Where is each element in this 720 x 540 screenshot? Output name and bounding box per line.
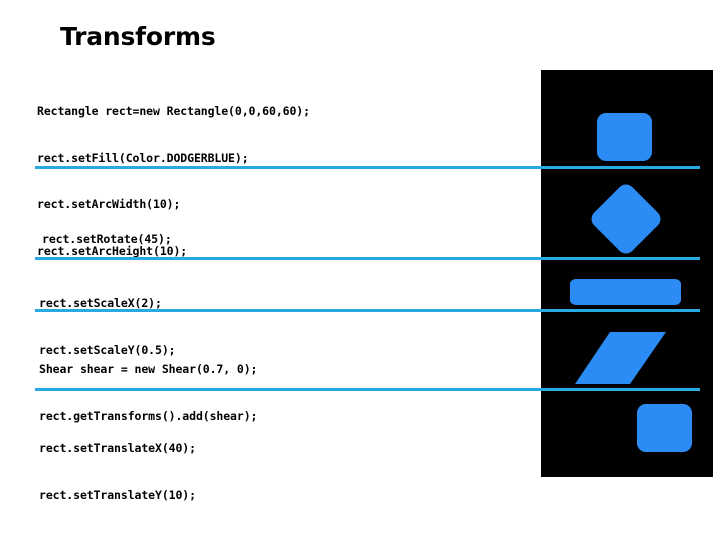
- sheared-rectangle-svg: [575, 332, 666, 384]
- section-divider: [35, 166, 700, 169]
- code-block-translate: rect.setTranslateX(40); rect.setTranslat…: [39, 410, 196, 534]
- code-line: rect.setRotate(45);: [42, 232, 172, 246]
- code-block-construction: Rectangle rect=new Rectangle(0,0,60,60);…: [37, 73, 310, 290]
- code-line: rect.setScaleY(0.5);: [39, 342, 176, 357]
- code-line: rect.getTransforms().add(shear);: [39, 408, 258, 423]
- code-line: rect.setTranslateX(40);: [39, 441, 196, 455]
- sheared-rectangle-shape: [573, 332, 667, 385]
- page-title: Transforms: [60, 22, 216, 51]
- section-divider: [35, 388, 700, 391]
- code-line: rect.setArcHeight(10);: [37, 243, 188, 258]
- translated-rectangle-shape: [637, 404, 692, 452]
- code-line: rect.setFill(Color.DODGERBLUE);: [37, 150, 249, 165]
- section-divider: [35, 309, 700, 312]
- scaled-rectangle-shape: [570, 279, 681, 305]
- rotated-rectangle-shape: [587, 180, 665, 258]
- section-divider: [35, 257, 700, 260]
- code-line: Shear shear = new Shear(0.7, 0);: [39, 362, 258, 376]
- demo-panel: [541, 70, 713, 477]
- code-block-scale: rect.setScaleX(2); rect.setScaleY(0.5);: [39, 265, 176, 389]
- code-block-shear: Shear shear = new Shear(0.7, 0); rect.ge…: [39, 331, 257, 455]
- code-line: rect.setTranslateY(10);: [39, 487, 196, 502]
- code-line: Rectangle rect=new Rectangle(0,0,60,60);: [37, 104, 310, 118]
- rounded-rectangle-shape: [597, 113, 652, 161]
- code-line: rect.setScaleX(2);: [39, 296, 162, 310]
- code-line: rect.setArcWidth(10);: [37, 197, 181, 211]
- code-block-rotate: rect.setRotate(45);: [42, 201, 172, 279]
